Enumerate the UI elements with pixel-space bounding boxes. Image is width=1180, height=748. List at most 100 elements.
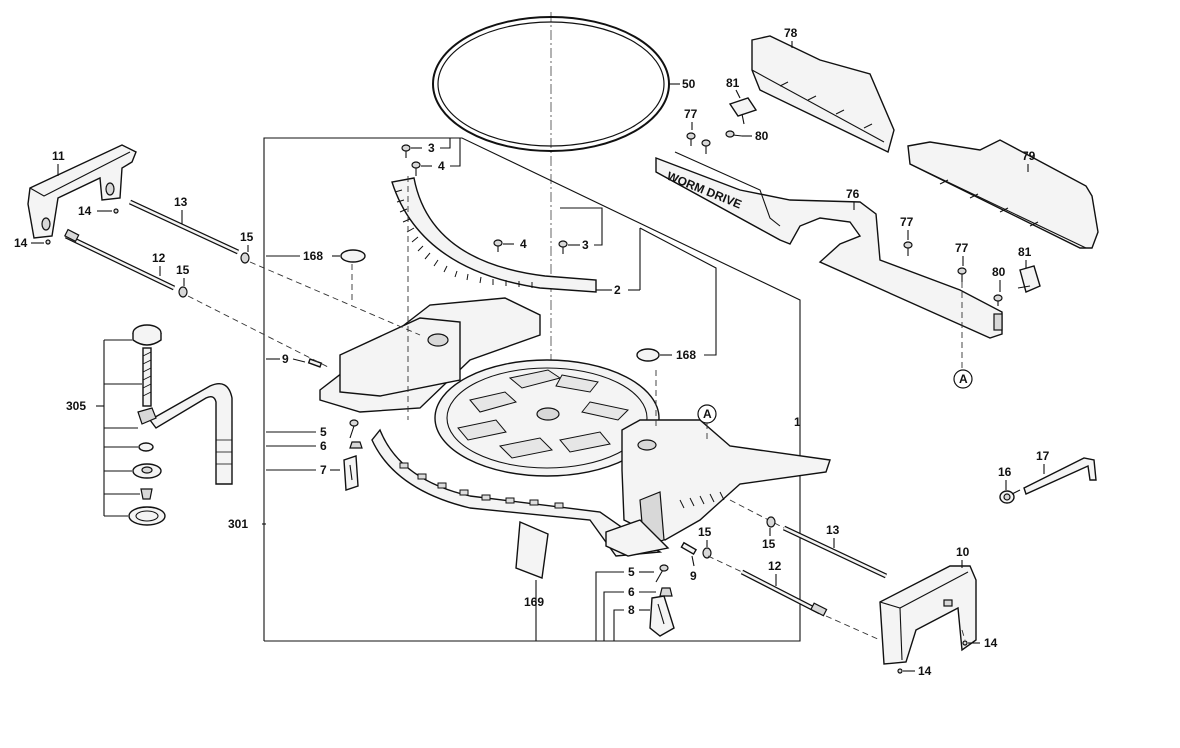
knob-81-right (1017, 265, 1041, 293)
callout-77a: 77 (684, 107, 698, 121)
label-168-left (340, 249, 366, 263)
dash-rail12-left (187, 295, 331, 369)
screw-3-mid (558, 240, 568, 254)
rail-13-left (128, 199, 240, 255)
callout-78: 78 (784, 26, 798, 40)
callout-9a: 9 (282, 352, 289, 366)
callout-80b: 80 (992, 265, 1006, 279)
dash-rail12-right-a (707, 555, 743, 573)
leader-9a2 (292, 358, 306, 363)
nut-6-left (349, 441, 363, 449)
callout-7: 7 (320, 463, 327, 477)
callout-81b: 81 (1018, 245, 1032, 259)
screw-77-c (903, 241, 913, 256)
screw-4-top (411, 161, 421, 176)
dash-rail13-left (249, 261, 421, 336)
callout-2: 2 (614, 283, 621, 297)
callout-3b: 3 (582, 238, 589, 252)
callout-15a: 15 (240, 230, 254, 244)
screw-14-right-a (962, 640, 968, 646)
dash-rail13-right (729, 499, 785, 529)
callout-13a: 13 (174, 195, 188, 209)
callout-15d: 15 (762, 537, 776, 551)
callout-14d: 14 (918, 664, 932, 678)
callout-14a: 14 (78, 204, 92, 218)
extension-leg-11 (27, 144, 137, 239)
callout-305: 305 (66, 399, 86, 413)
clamp-8 (649, 595, 675, 637)
rail-12-right (740, 569, 828, 617)
callout-79: 79 (1022, 149, 1036, 163)
leader-9b (691, 555, 695, 567)
callout-9b: 9 (690, 569, 697, 583)
callout-11: 11 (52, 149, 65, 163)
screw-77-a (686, 132, 696, 146)
callout-4b: 4 (520, 237, 527, 251)
reference-a-circle-right (953, 369, 973, 389)
callout-80a: 80 (755, 129, 769, 143)
bracket-305-ticks (104, 339, 142, 517)
callout-15b: 15 (176, 263, 190, 277)
callout-13b: 13 (826, 523, 840, 537)
callout-12a: 12 (152, 251, 166, 265)
callout-169: 169 (524, 595, 544, 609)
callout-12b: 12 (768, 559, 782, 573)
leader-168b-box (639, 227, 717, 356)
screw-5-left (349, 419, 359, 439)
callout-6a: 6 (320, 439, 327, 453)
rail-12-left (64, 228, 176, 291)
callout-76: 76 (846, 187, 860, 201)
label-168-right (636, 348, 660, 362)
screw-14-left-a (113, 208, 119, 214)
leader-3b-box (560, 207, 603, 246)
ring-15-left-b (178, 286, 188, 298)
callout-5a: 5 (320, 425, 327, 439)
ring-15-left-a (240, 252, 250, 264)
callout-3a: 3 (428, 141, 435, 155)
callout-5b: 5 (628, 565, 635, 579)
leader-4a-box (450, 138, 461, 167)
callout-77c: 77 (955, 241, 969, 255)
callout-168b: 168 (676, 348, 696, 362)
dash-rail12-right-b (825, 615, 881, 641)
ref-a-right: A (959, 372, 968, 386)
callout-17: 17 (1036, 449, 1050, 463)
screw-14-left-b (45, 239, 51, 245)
fence-79 (907, 139, 1099, 249)
callout-14b: 14 (14, 236, 28, 250)
knob-81-top (728, 97, 758, 125)
leader-5b (595, 571, 624, 641)
callout-50: 50 (682, 77, 696, 91)
dash-14c (961, 629, 966, 641)
extension-leg-10 (879, 565, 977, 665)
callout-77b: 77 (900, 215, 914, 229)
fence-76 (655, 151, 1003, 339)
leader-3a-box (440, 138, 451, 149)
leader-6b (603, 591, 624, 641)
clamp-kit-305 (128, 324, 233, 526)
callout-1: 1 (794, 415, 801, 429)
screw-77-b (701, 139, 711, 154)
callout-168a: 168 (303, 249, 323, 263)
nut-6-right (659, 587, 673, 597)
pin-9-right (680, 541, 698, 556)
screw-80-right (993, 294, 1003, 306)
label-169-card (515, 520, 549, 579)
hex-key-17 (1023, 457, 1097, 495)
ref-a-base: A (703, 407, 712, 421)
callout-16: 16 (998, 465, 1012, 479)
rail-13-right (782, 525, 888, 579)
callout-14c: 14 (984, 636, 998, 650)
ring-15-lower (702, 547, 712, 559)
screw-4-mid (493, 239, 503, 252)
callout-301: 301 (228, 517, 248, 531)
screw-77-d (957, 267, 967, 282)
leader-8 (613, 609, 624, 641)
callout-6b: 6 (628, 585, 635, 599)
callout-10: 10 (956, 545, 970, 559)
callout-8: 8 (628, 603, 635, 617)
assembly-frame (263, 137, 801, 642)
saw-base-part (319, 297, 831, 557)
